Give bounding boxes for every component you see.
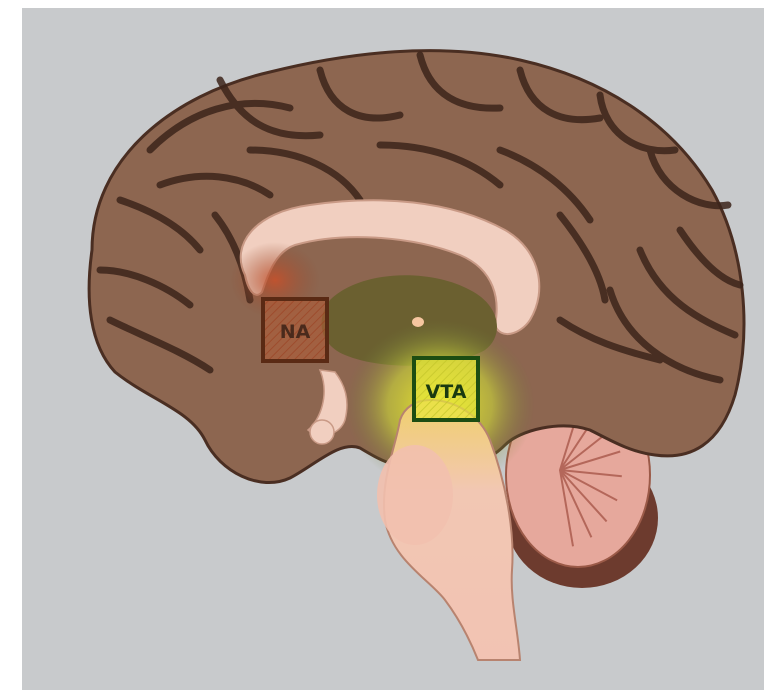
region-box-na: NA <box>263 299 327 361</box>
pons <box>377 445 453 545</box>
region-label-vta: VTA <box>426 381 467 403</box>
pineal-dot <box>412 317 424 327</box>
pituitary <box>310 420 334 444</box>
region-box-vta: VTA <box>414 358 478 420</box>
region-label-na: NA <box>280 321 311 343</box>
